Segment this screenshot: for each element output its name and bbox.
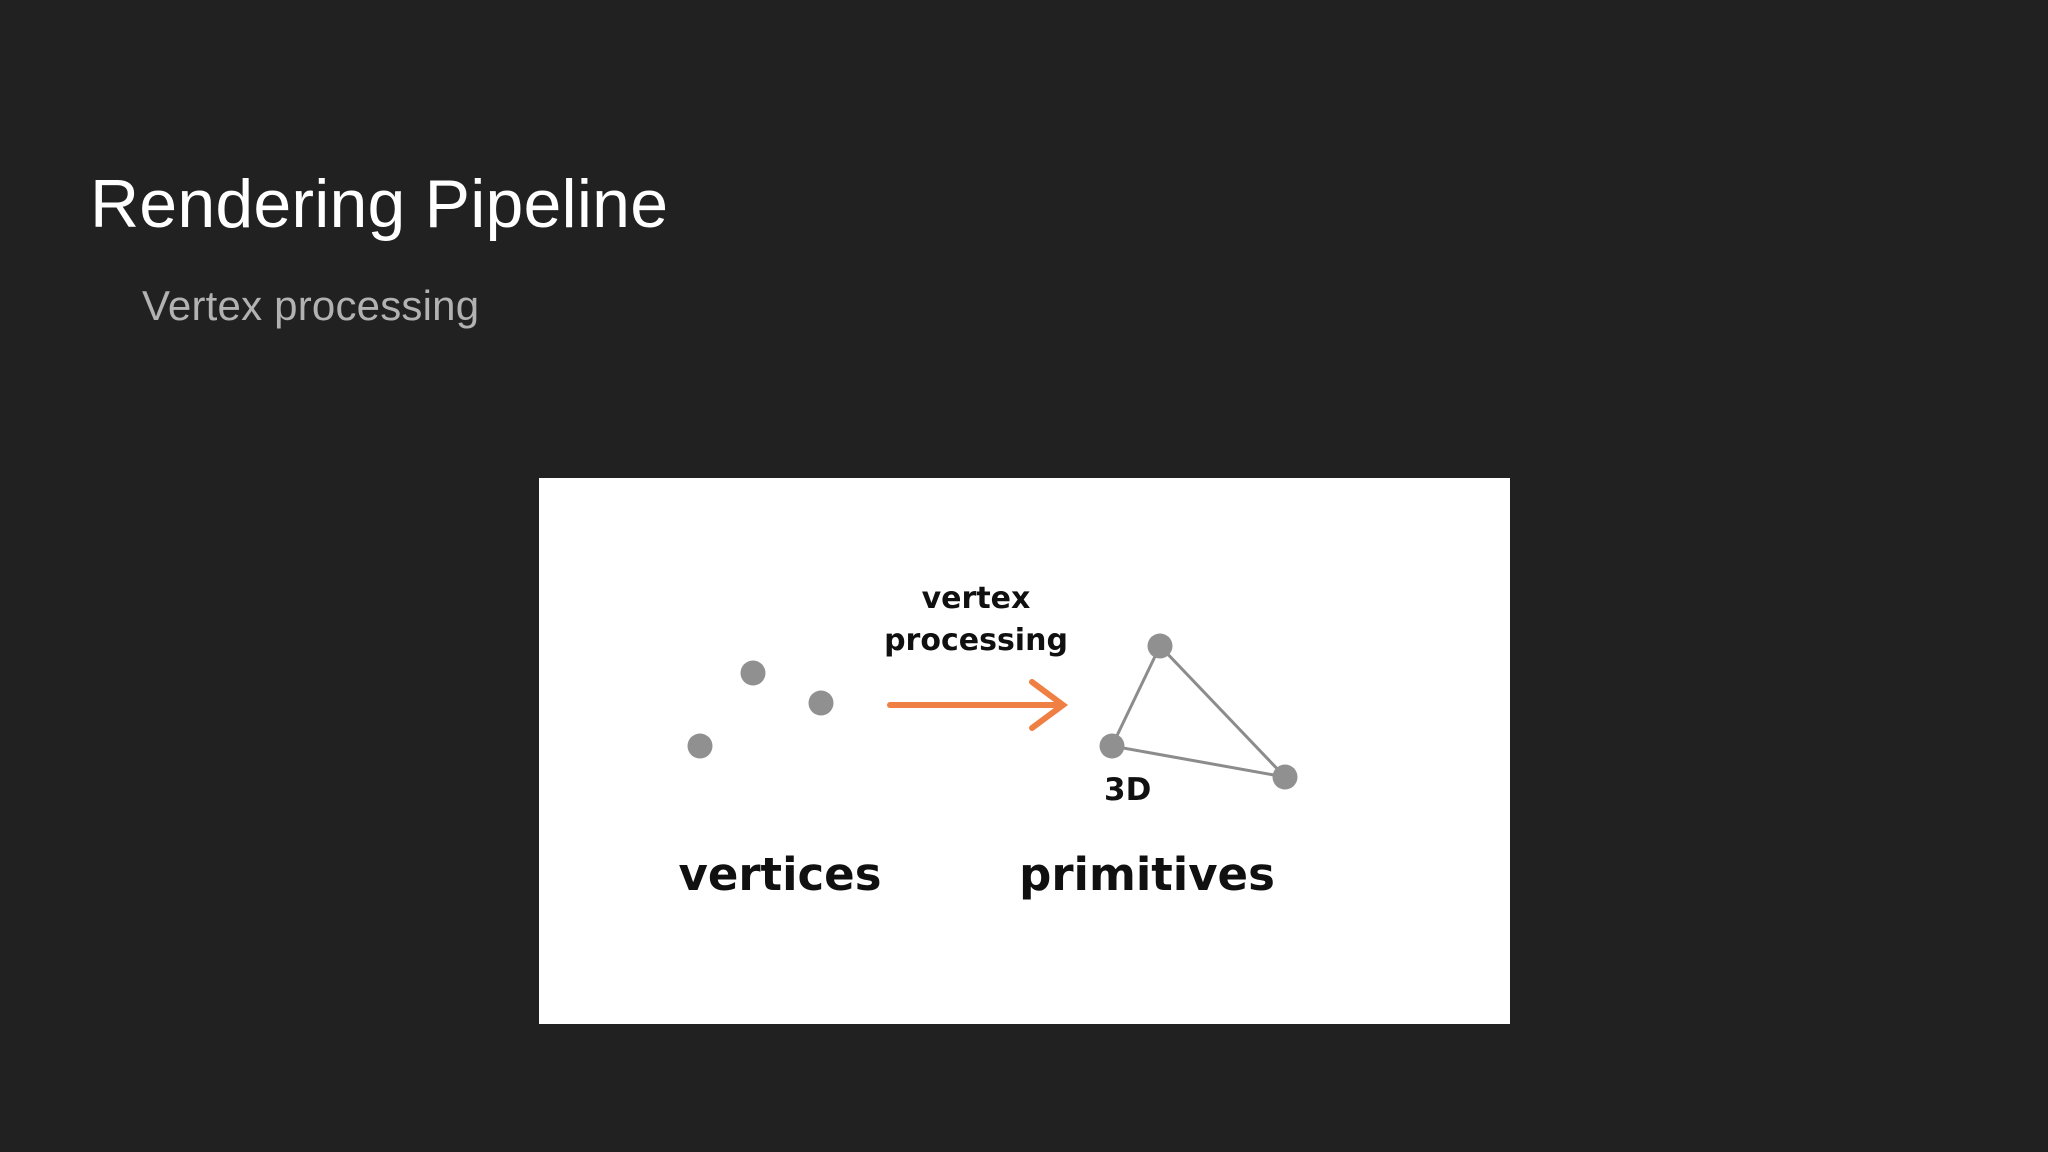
figure-panel: vertex processing 3D vertices primitives: [539, 478, 1510, 1024]
stage-label-line2: processing: [884, 623, 1068, 658]
stage-label-line1: vertex: [922, 581, 1031, 616]
input-label: vertices: [679, 848, 882, 901]
rendering-pipeline-diagram: vertex processing 3D vertices primitives: [539, 478, 1510, 1024]
output-label: primitives: [1019, 848, 1275, 901]
process-arrow: [887, 679, 1069, 731]
dimension-label: 3D: [1104, 772, 1151, 808]
vertex-dot: [687, 733, 713, 759]
diagram-background: [539, 478, 1510, 1024]
page-title: Rendering Pipeline: [90, 165, 669, 242]
triangle-edges: [1109, 643, 1290, 780]
vertices-group: [687, 660, 834, 759]
triangle-vertex-left: [1099, 733, 1125, 759]
primitive-triangle-group: [1099, 633, 1298, 790]
slide-subtitle: Vertex processing: [142, 282, 480, 329]
vertex-dot: [740, 660, 766, 686]
arrow-head: [1029, 679, 1069, 731]
triangle-vertex-top: [1147, 633, 1173, 659]
triangle-vertex-right: [1272, 764, 1298, 790]
vertex-dot: [808, 690, 834, 716]
